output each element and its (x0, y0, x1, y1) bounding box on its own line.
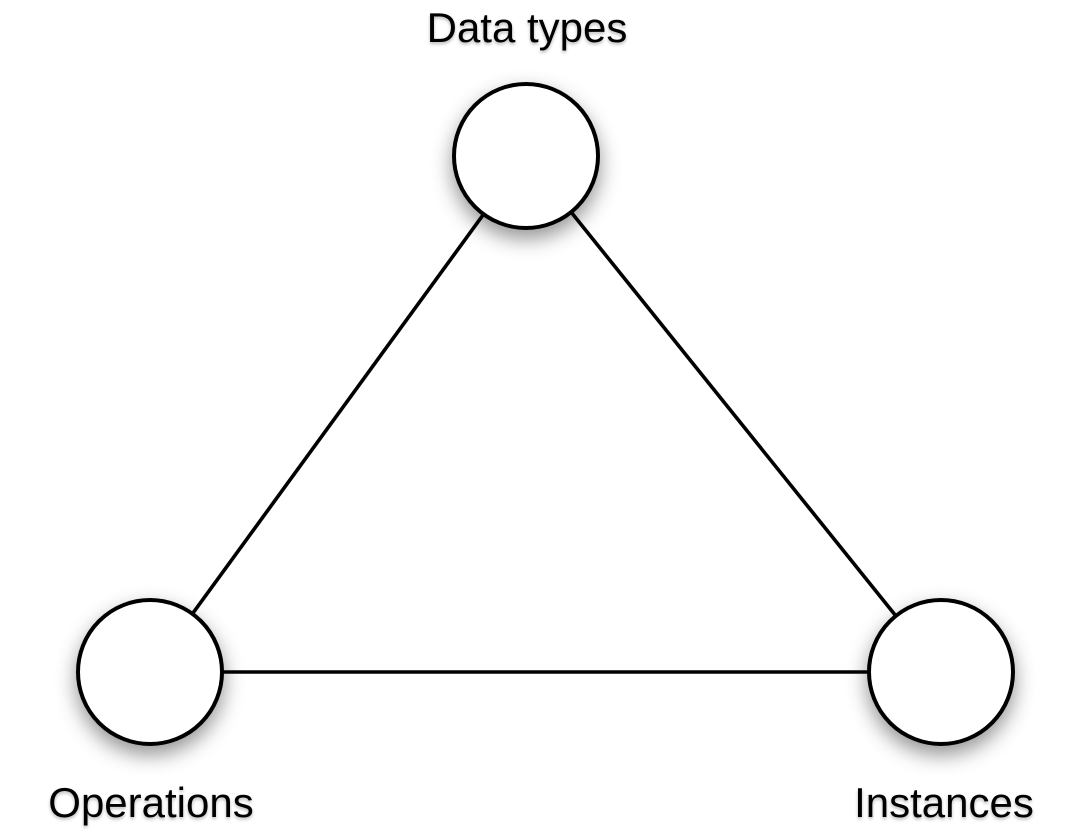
edge-datatypes-instances (524, 154, 943, 674)
node-label-instances: Instances (854, 779, 1034, 826)
node-group (76, 82, 1015, 746)
node-instances (867, 598, 1015, 746)
edge-datatypes-operations (148, 154, 528, 674)
edge-group (148, 154, 943, 674)
node-label-data-types: Data types (426, 4, 628, 51)
node-label-operations: Operations (48, 779, 254, 826)
node-data-types (452, 82, 600, 230)
node-operations (76, 598, 224, 746)
